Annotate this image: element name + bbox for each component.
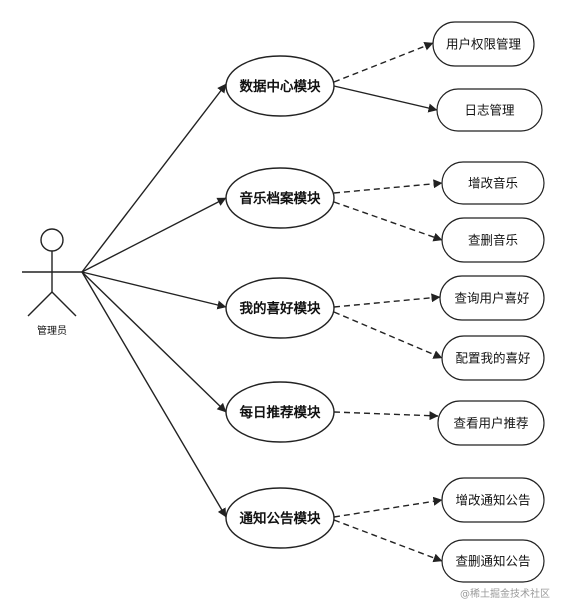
module-daily-recommendation: 每日推荐模块 — [225, 381, 335, 443]
usecase-label: 配置我的喜好 — [455, 351, 530, 366]
include-arrow — [333, 496, 443, 518]
actor-head — [40, 228, 64, 252]
include-arrow — [333, 411, 439, 421]
association-arrow — [81, 197, 227, 273]
usecase-shape — [441, 477, 545, 523]
watermark: @稀土掘金技术社区 — [460, 587, 550, 600]
include-arrow — [333, 311, 443, 359]
usecase-label: 日志管理 — [464, 103, 515, 118]
include-arrow — [333, 41, 434, 83]
module-ellipse — [225, 55, 335, 117]
module-label: 每日推荐模块 — [240, 404, 321, 421]
usecase-edit-notice: 增改通知公告 — [441, 477, 545, 523]
usecase-label: 查删音乐 — [468, 233, 518, 248]
usecase-edit-music: 增改音乐 — [441, 161, 545, 205]
usecase-label: 查删通知公告 — [455, 554, 530, 569]
include-arrow — [333, 201, 443, 242]
module-label: 通知公告模块 — [240, 510, 321, 527]
usecase-shape — [441, 335, 545, 381]
usecase-label: 用户权限管理 — [446, 37, 522, 52]
actor-right-leg — [51, 291, 77, 317]
module-ellipse — [225, 277, 335, 339]
module-label: 我的喜好模块 — [240, 300, 321, 317]
module-data-center: 数据中心模块 — [225, 55, 335, 117]
usecase-shape — [432, 21, 535, 67]
association-arrow — [81, 83, 227, 273]
module-label: 音乐档案模块 — [240, 190, 321, 207]
usecase-view-user-recommendations: 查看用户推荐 — [437, 400, 545, 446]
association-arrow — [81, 271, 227, 518]
association-arrow — [81, 271, 227, 310]
include-arrow — [333, 519, 443, 563]
usecase-label: 增改通知公告 — [455, 493, 530, 508]
association-arrow — [333, 85, 438, 113]
connectors — [81, 41, 443, 563]
usecase-label: 增改音乐 — [468, 176, 518, 191]
usecase-shape — [436, 88, 543, 132]
module-music-archive: 音乐档案模块 — [225, 167, 335, 229]
association-arrow — [81, 271, 227, 413]
usecase-shape — [441, 161, 545, 205]
usecase-user-permission: 用户权限管理 — [432, 21, 535, 67]
actor-label: 管理员 — [37, 324, 67, 337]
usecase-query-user-preferences: 查询用户喜好 — [439, 275, 545, 321]
usecase-configure-my-preferences: 配置我的喜好 — [441, 335, 545, 381]
module-ellipse — [225, 167, 335, 229]
usecase-shape — [437, 400, 545, 446]
actor-admin: 管理员 — [22, 228, 82, 337]
usecase-label: 查看用户推荐 — [453, 416, 528, 431]
module-ellipse — [225, 487, 335, 549]
module-ellipse — [225, 381, 335, 443]
usecase-shape — [441, 217, 545, 263]
module-notice: 通知公告模块 — [225, 487, 335, 549]
usecase-query-delete-music: 查删音乐 — [441, 217, 545, 263]
usecase-label: 查询用户喜好 — [454, 291, 529, 306]
actor-left-leg — [27, 291, 53, 317]
usecase-query-delete-notice: 查删通知公告 — [441, 539, 545, 583]
usecase-shape — [441, 539, 545, 583]
module-my-preferences: 我的喜好模块 — [225, 277, 335, 339]
include-arrow — [333, 179, 443, 194]
usecase-log-management: 日志管理 — [436, 88, 543, 132]
usecase-shape — [439, 275, 545, 321]
include-arrow — [333, 293, 441, 308]
module-label: 数据中心模块 — [240, 78, 321, 95]
